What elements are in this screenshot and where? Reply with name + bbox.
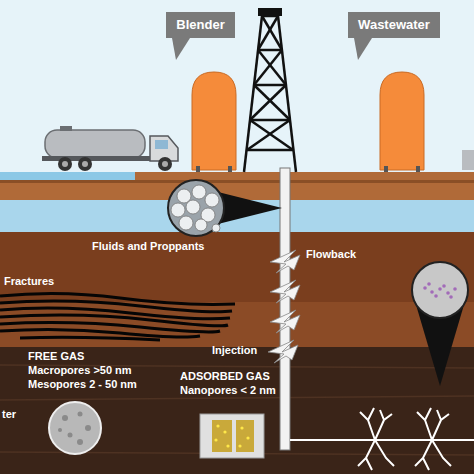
layer-label: Fluids and Proppants bbox=[92, 240, 204, 253]
sign-board: Wastewater bbox=[348, 12, 440, 38]
pore-size-label: Nanopores < 2 nm bbox=[180, 384, 276, 397]
flow-label: Flowback bbox=[306, 248, 356, 261]
sign-text: Wastewater bbox=[348, 17, 440, 32]
sign-board: Blender bbox=[166, 12, 235, 38]
gas-type-label: FREE GAS bbox=[28, 350, 84, 363]
pore-size-label: Mesopores 2 - 50 nm bbox=[28, 378, 137, 391]
pore-size-label: Macropores >50 nm bbox=[28, 364, 132, 377]
gas-type-label: ADSORBED GAS bbox=[180, 370, 270, 383]
layer-label: Fractures bbox=[4, 275, 54, 288]
layer-label: ter bbox=[2, 408, 16, 421]
flow-label: Injection bbox=[212, 344, 257, 357]
sign-text: Blender bbox=[166, 17, 235, 32]
